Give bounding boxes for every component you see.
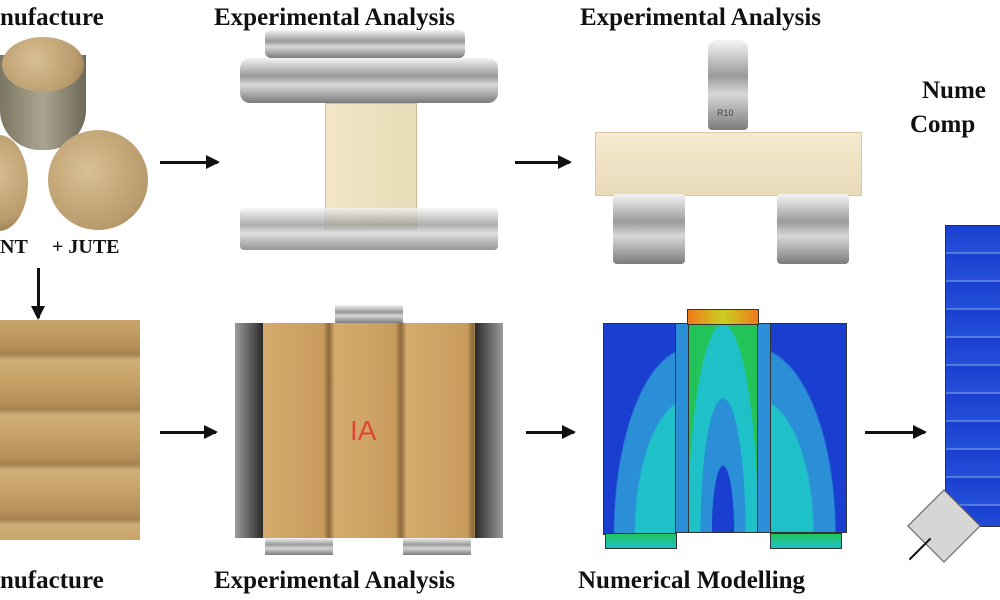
cylinder-disc-nt [0, 135, 28, 231]
loading-plate [240, 58, 498, 103]
bottom-plate-left [265, 538, 333, 555]
title-numerical-line1: Nume [922, 77, 986, 104]
roller-mark: R10 [717, 108, 734, 118]
cylinder-disc-jute [48, 130, 148, 230]
title-numerical-line2: Comp [910, 111, 976, 138]
fe-stress-contour-model [603, 307, 847, 549]
fe-support-right [770, 533, 842, 549]
rammed-earth-wall-photo [0, 320, 140, 540]
fe-joint-right [757, 323, 771, 533]
steel-frame-right [475, 323, 503, 538]
title-manufacture-bottom: nufacture [0, 567, 104, 594]
sample-label-nt: NT [0, 236, 28, 258]
fe-brick-right [769, 323, 847, 533]
masonry-prism [263, 323, 475, 538]
steel-frame-left [235, 323, 263, 538]
compression-test-photo [240, 30, 500, 250]
cylinder-top [2, 37, 84, 92]
title-numerical-modelling: Numerical Modelling [578, 567, 806, 594]
base-plate [240, 208, 498, 250]
support-right [777, 194, 849, 264]
fe-brick-left [603, 323, 677, 535]
fe-support-left [605, 533, 677, 549]
fe-load-plate [687, 309, 759, 325]
arrow-right-icon [160, 155, 220, 169]
loading-roller [708, 40, 748, 130]
arrow-right-icon [526, 425, 576, 439]
load-arrow-icon [908, 537, 932, 561]
flexural-beam [595, 132, 862, 196]
prism-test-photo: IA [235, 305, 503, 555]
title-manufacture-top: nufacture [0, 4, 104, 31]
support-left [613, 194, 685, 264]
fe-joint-left [675, 323, 689, 533]
upper-platen [265, 30, 465, 58]
sample-label-jute: + JUTE [52, 236, 120, 258]
title-experimental-flexural: Experimental Analysis [580, 4, 821, 31]
top-plate [335, 305, 403, 323]
flexural-test-photo: R10 [595, 40, 862, 265]
soil-cylinder-samples [0, 35, 150, 235]
specimen-mark: IA [350, 415, 377, 446]
arrow-right-icon [515, 155, 572, 169]
arrow-right-icon [865, 425, 927, 439]
arrow-right-icon [160, 425, 218, 439]
fe-wall-model [945, 225, 1000, 527]
title-experimental-compression: Experimental Analysis [214, 4, 455, 31]
arrow-down-icon [31, 268, 45, 320]
bottom-plate-right [403, 538, 471, 555]
fe-brick-center [687, 323, 759, 533]
title-experimental-prism: Experimental Analysis [214, 567, 455, 594]
